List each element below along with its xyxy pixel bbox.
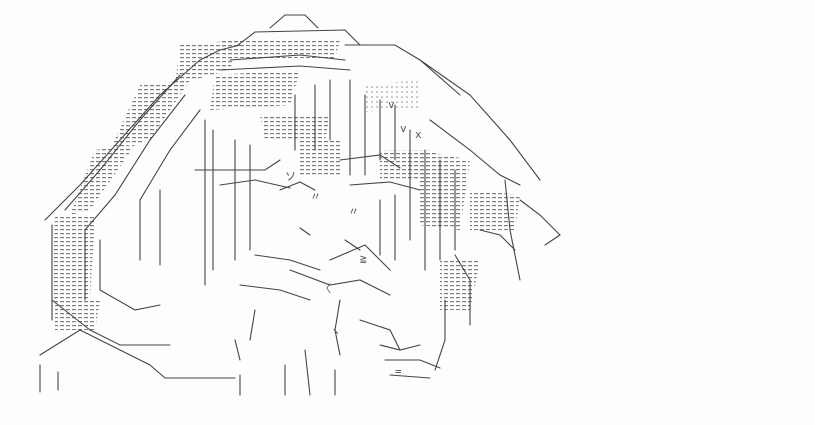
svg-text:〃: 〃	[310, 190, 321, 203]
svg-text:v: v	[388, 98, 395, 111]
svg-text:〃: 〃	[348, 205, 359, 218]
svg-text:ヽ: ヽ	[330, 325, 341, 338]
svg-text:〈: 〈	[320, 282, 331, 295]
ascii-strokes	[39, 14, 561, 396]
svg-text:=: =	[395, 365, 402, 378]
svg-text:v: v	[400, 122, 407, 135]
svg-text:ソ: ソ	[285, 170, 296, 183]
svg-text:x: x	[415, 128, 422, 141]
svg-text:≧: ≧	[360, 252, 367, 265]
ascii-glyph-details: v v x ソ 〃 〃 ≧ 〈 ヽ =	[285, 98, 422, 378]
hatch-regions	[52, 40, 520, 330]
